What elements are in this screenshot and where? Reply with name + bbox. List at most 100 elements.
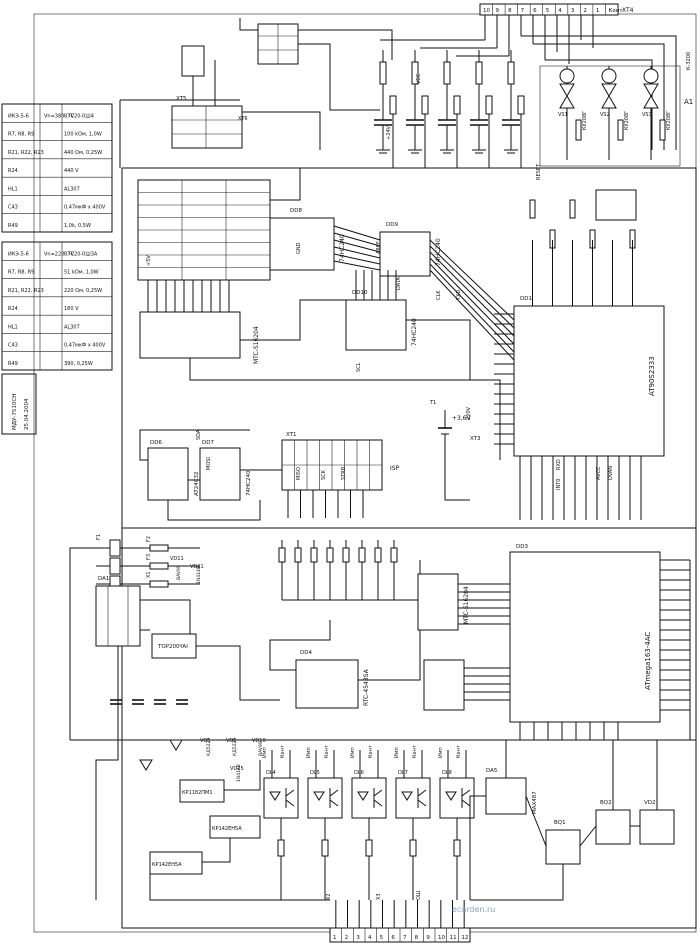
triac-label: КУ208Г (666, 111, 672, 130)
opto-pin-label: Конт (412, 745, 418, 758)
resistor-symbol (421, 95, 429, 115)
top-connector-pin: 5 (546, 8, 550, 14)
bom-param: Vn=380..7V (44, 113, 75, 119)
bom-param: Vn=220..7V (44, 251, 75, 257)
led-symbol (445, 791, 457, 801)
signal-label: RESET (536, 163, 542, 180)
bom-ref: HL1 (8, 324, 18, 330)
signal-label: MOSI (206, 457, 212, 470)
fuse-symbol (149, 580, 169, 588)
top-connector-pin: 6 (533, 8, 537, 14)
signal-label: DVAN (608, 466, 614, 480)
drawing-code: МДУ-7510СН (12, 394, 18, 430)
component-ref: BQ2 (600, 800, 612, 806)
logic-wire (429, 269, 515, 361)
lcd-bus-wire (270, 168, 301, 201)
bom-value: 440 V (64, 168, 79, 174)
opto-pin-label: Имп (262, 747, 268, 758)
component-ref: DD6 (150, 440, 162, 446)
opto-pin-label: Конт (280, 745, 286, 758)
psu-wire (149, 874, 330, 901)
a1-label: A1 (684, 98, 693, 106)
rtc-chip: RTC-4543SA (269, 560, 421, 709)
signal-label: DATA (396, 277, 402, 290)
signal-label: INT0 (556, 479, 562, 490)
component-label: КД522А (232, 737, 238, 756)
resistor-symbol (294, 547, 302, 563)
led-symbol (313, 791, 325, 801)
top-connector-pin: 10 (483, 8, 490, 14)
top-connector-pin: 1 (596, 8, 600, 14)
opto-ref: DL4 (266, 770, 276, 776)
transformer-core (601, 68, 617, 84)
component-label: 1N4148 (236, 764, 242, 782)
optocoupler-symbol (307, 777, 343, 819)
optocoupler-symbol (395, 777, 431, 819)
eeprom-wire (139, 429, 250, 461)
signal-label: SDA (196, 429, 202, 440)
led-symbol (357, 791, 369, 801)
signal-label: 220V (466, 406, 472, 420)
resistor-symbol (389, 95, 397, 115)
component-ref: DD8 (290, 208, 302, 214)
phototransistor-symbol (285, 799, 295, 807)
bom-ref: R7, R8, R9 (8, 132, 34, 138)
dd10-hg-label: MTC-S16204 (463, 586, 470, 624)
bom-value: 51 kOм, 1,0W (64, 270, 99, 276)
phototransistor-symbol (329, 789, 339, 797)
drawing-stamp: МДУ-7510СН 25.04.2004 (1, 373, 37, 435)
dd3-label: ATmega163-4AC (644, 632, 652, 690)
signal-label: CLK (436, 290, 442, 300)
bom-value: AL307 (64, 186, 80, 192)
triac-symbol (559, 95, 575, 109)
resistor-symbol (310, 547, 318, 563)
logic-wire (333, 260, 381, 271)
logic-wire (333, 246, 381, 259)
phototransistor-symbol (417, 789, 427, 797)
bom-ref: R49 (8, 361, 18, 367)
triac-ref: VS3 (642, 112, 652, 118)
resistor-symbol (617, 119, 624, 141)
opto-ref: DL6 (354, 770, 364, 776)
drawing-date: 25.04.2004 (24, 398, 30, 430)
component-ref: DD4 (300, 650, 312, 656)
rs485-wire (469, 795, 486, 900)
optocoupler-symbol (439, 777, 475, 819)
rs485-wire (525, 795, 547, 847)
hg1-label: MTC-S16204 (253, 326, 260, 364)
diode-symbol (169, 739, 183, 751)
bom-ref: C43 (8, 343, 18, 349)
psu-wire (224, 760, 261, 791)
signal-label: AVCC (596, 466, 602, 480)
resistor-symbol (379, 61, 387, 85)
component-ref: XT3 (470, 436, 481, 442)
triac-symbol (559, 83, 575, 97)
logic-chips: 74HC240 74HC240 74HC240 (269, 217, 515, 380)
bom-value: AL307 (64, 324, 80, 330)
xt1-label: ISP (390, 465, 400, 472)
dd1-label: AT90S2333 (648, 356, 656, 396)
logic-wire (333, 232, 381, 247)
resistor-symbol (278, 547, 286, 563)
resistor-symbol (443, 61, 451, 85)
component-ref: VD25 (230, 766, 244, 772)
lcd-bus-wire (240, 299, 346, 341)
resistor-symbol (453, 839, 461, 857)
phototransistor-symbol (461, 799, 471, 807)
component-ref: DD10 (352, 290, 368, 296)
component-ref: XT6 (238, 116, 248, 122)
signal-label: MISO (296, 467, 302, 480)
opto-pin-label: Конт (368, 745, 374, 758)
triac-symbol (643, 95, 659, 109)
signal-label: F3 (146, 554, 152, 560)
logic-wire (333, 239, 381, 253)
top-connector-pin: 9 (496, 8, 500, 14)
component-ref: XT5 (176, 96, 187, 102)
component-label: 1N4148 (196, 566, 202, 584)
